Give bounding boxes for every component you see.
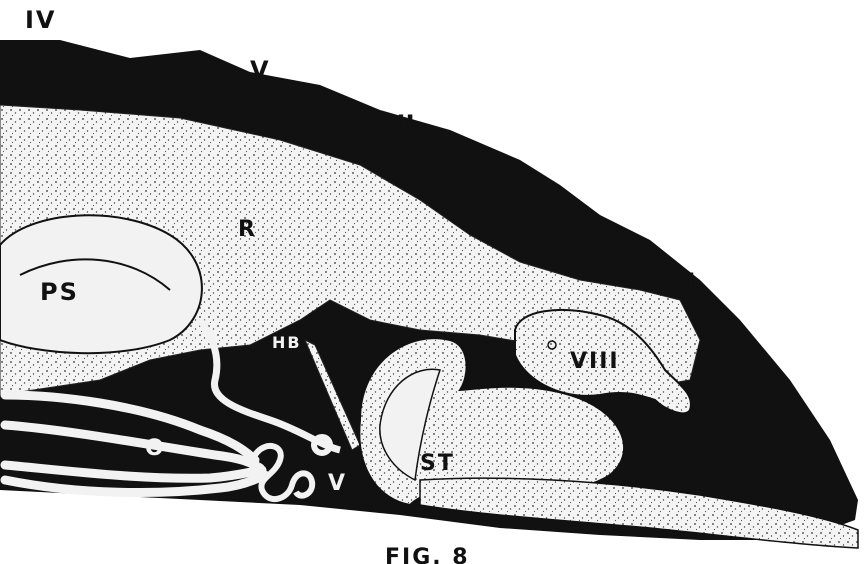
label-segment-vii: VII: [655, 268, 697, 296]
label-sting: ST: [420, 451, 455, 476]
label-segment-v: V: [250, 56, 271, 84]
label-segment-vi: VI: [385, 110, 417, 138]
figure-caption: FIG. 8: [385, 545, 470, 564]
label-poison-sac: PS: [40, 278, 79, 306]
label-vagina: V: [328, 471, 347, 496]
label-ovary: O: [145, 436, 166, 461]
label-hindgut: HB: [272, 333, 302, 352]
poison-sac-shape: [0, 215, 202, 353]
label-rectum: R: [238, 217, 257, 242]
label-segment-iv: IV: [25, 6, 57, 34]
label-segment-viii: VIII: [570, 349, 620, 374]
